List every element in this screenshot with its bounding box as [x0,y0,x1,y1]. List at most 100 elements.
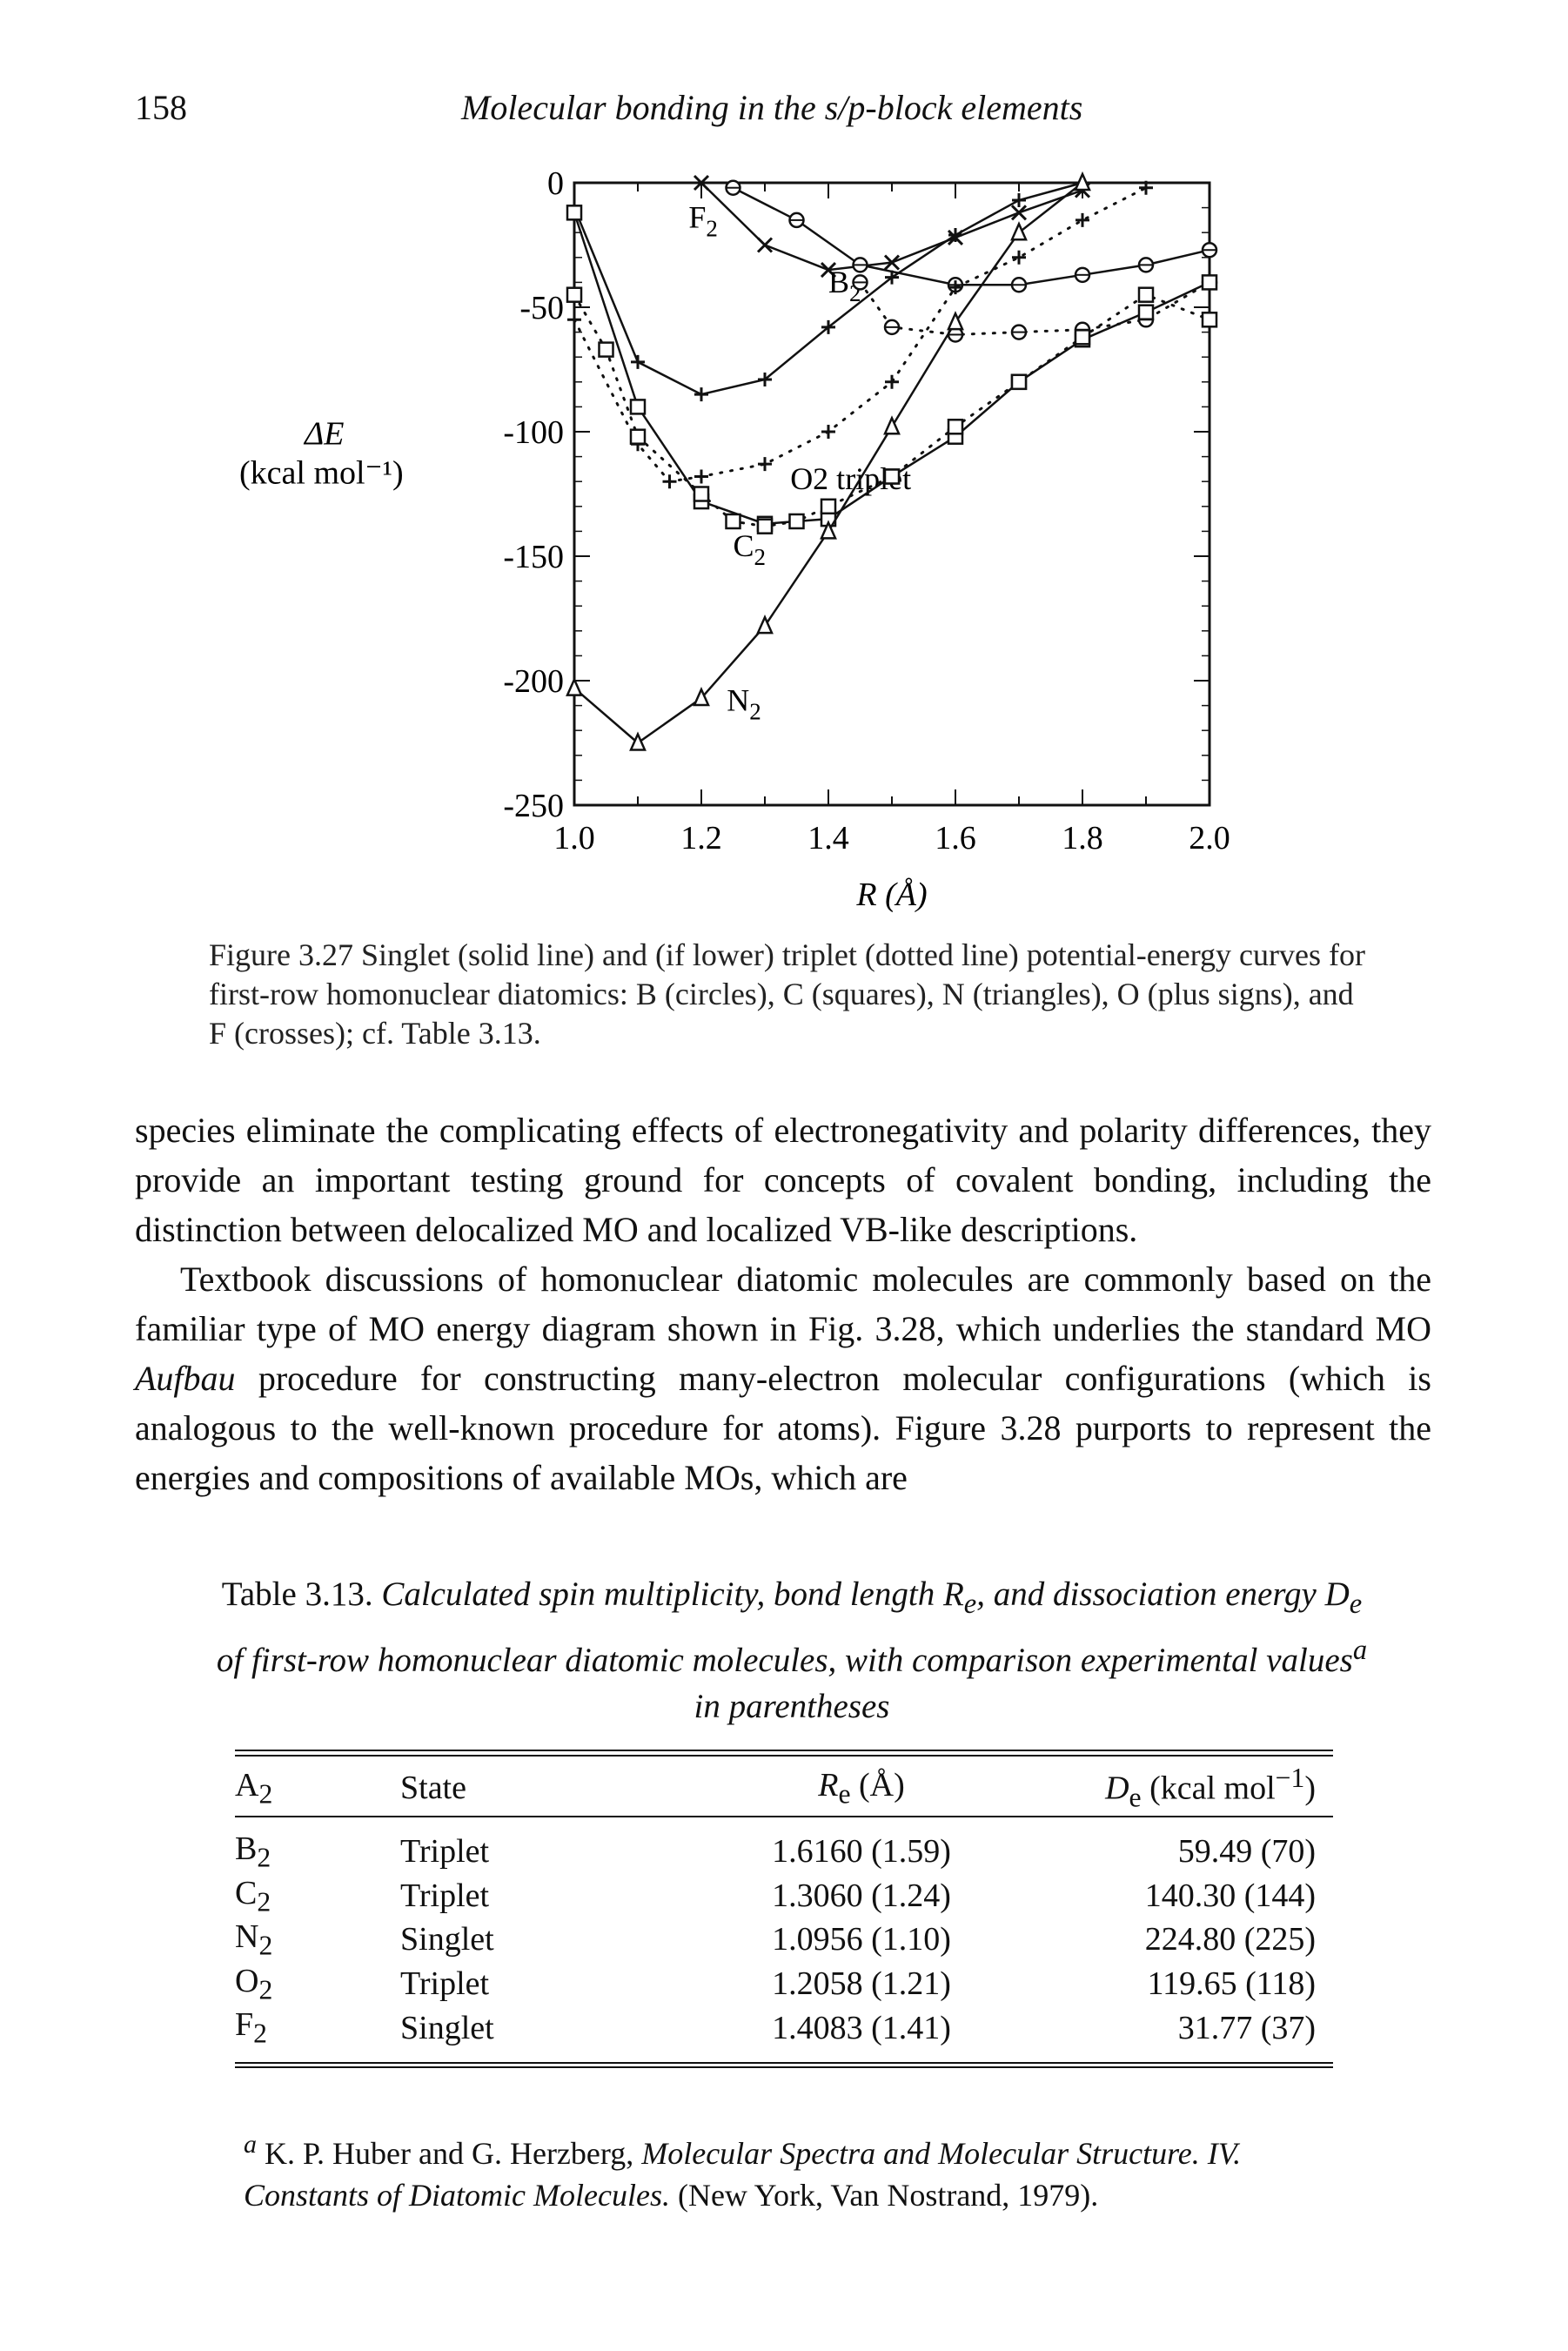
data-point-cross [1010,205,1028,221]
cell-re: 1.4083 (1.41) [772,2009,951,2046]
x-tick-label: 1.2 [680,820,722,856]
x-tick-label: 1.6 [935,820,976,856]
data-point-triangle [947,311,964,331]
data-point-plus [821,319,835,334]
data-point-square [820,498,837,515]
cell-molecule: B2 [235,1830,271,1873]
data-point-triangle [883,415,901,435]
data-point-square [1137,304,1155,320]
series-label: N2 [727,682,761,724]
data-point-triangle [629,731,647,751]
table-bottom-rule [235,2066,1333,2068]
paragraph-1: species eliminate the complicating effec… [135,1111,1431,1249]
y-tick-label: -100 [503,414,564,451]
table-caption: Table 3.13. Calculated spin multiplicity… [216,1575,1368,1725]
data-point-square [629,399,647,415]
y-axis-label: ΔE [303,415,345,452]
col-header-re: Re (Å) [818,1766,905,1810]
data-point-plus [948,228,962,243]
series-label: C2 [734,528,767,570]
body-text: species eliminate the complicating effec… [135,1105,1431,1502]
table-row: F2 Singlet 1.4083 (1.41) 31.77 (37) [235,2005,1333,2063]
data-point-square [598,341,614,358]
data-point-square [883,468,901,485]
cell-re: 1.3060 (1.24) [772,1877,951,1914]
col-header-de: De (kcal mol−1) [1105,1762,1316,1813]
cell-state: Singlet [400,1921,494,1958]
series-line [573,293,1211,528]
cell-re: 1.0956 (1.10) [772,1921,951,1958]
cell-de: 140.30 (144) [1144,1877,1316,1914]
data-point-plus [1075,212,1089,227]
table-row: B2 Triplet 1.6160 (1.59) 59.49 (70) [235,1817,1333,1874]
data-point-square [629,428,647,445]
y-tick-label: -50 [519,290,564,326]
page-number: 158 [135,88,187,127]
data-point-square [1074,329,1091,346]
table-top-rule [235,1750,1333,1751]
cell-state: Triplet [400,1877,490,1914]
data-point-cross [693,174,710,191]
cell-de: 119.65 (118) [1147,1965,1317,2003]
cell-state: Triplet [400,1965,490,2003]
data-point-plus [758,372,772,386]
y-tick-label: -150 [503,539,564,575]
x-tick-label: 1.0 [553,820,595,856]
data-point-triangle [566,676,583,696]
series-label: B2 [828,265,861,306]
data-point-square [693,486,710,502]
cell-state: Singlet [400,2009,494,2046]
data-point-plus [694,387,708,402]
series-label: F2 [688,199,718,241]
data-point-cross [820,262,837,279]
y-tick-label: -250 [503,788,564,824]
table-header-row: A2 State Re (Å) De (kcal mol−1) [235,1760,1333,1817]
data-point-plus [567,312,581,327]
data-point-plus [885,270,899,285]
cell-molecule: O2 [235,1962,273,2005]
data-point-cross [883,254,901,271]
y-axis-label-unit: (kcal mol⁻¹) [239,454,404,491]
series-line [732,186,1210,286]
data-point-plus [885,374,899,389]
data-point-triangle [1074,171,1091,191]
col-header-a2: A2 [235,1766,273,1810]
data-point-square [566,205,583,221]
data-point-plus [1139,180,1153,195]
cell-de: 31.77 (37) [1177,2009,1316,2046]
cell-state: Triplet [400,1833,490,1871]
data-point-square [756,518,774,534]
cell-re: 1.6160 (1.59) [772,1833,951,1871]
data-point-plus [631,354,645,369]
running-title: Molecular bonding in the s/p-block eleme… [461,88,1083,127]
cell-de: 59.49 (70) [1177,1833,1316,1871]
cell-re: 1.2058 (1.21) [772,1965,951,2003]
data-point-plus [758,457,772,472]
series-line [859,280,1211,336]
table-row: O2 Triplet 1.2058 (1.21) 119.65 (118) [235,1962,1333,2006]
data-point-square [947,419,964,435]
data-point-plus [1012,193,1026,208]
x-tick-label: 1.4 [807,820,849,856]
data-point-square [1010,373,1028,391]
x-axis-label: R (Å) [855,877,927,913]
data-point-cross [756,237,774,253]
figure-caption: Figure 3.27 Singlet (solid line) and (if… [209,937,1365,1051]
series-line [573,186,1148,483]
y-tick-label: -200 [503,663,564,700]
data-point-triangle [1010,221,1028,241]
x-tick-label: 1.8 [1062,820,1103,856]
data-point-plus [662,474,677,489]
data-point-triangle [693,686,710,707]
cell-molecule: F2 [235,2006,267,2049]
paragraph-2: Textbook discussions of homonuclear diat… [135,1259,1431,1497]
data-point-square [725,513,741,530]
data-point-plus [1012,250,1026,265]
col-header-state: State [400,1770,466,1806]
data-point-square [1201,274,1218,291]
data-point-plus [821,425,835,439]
